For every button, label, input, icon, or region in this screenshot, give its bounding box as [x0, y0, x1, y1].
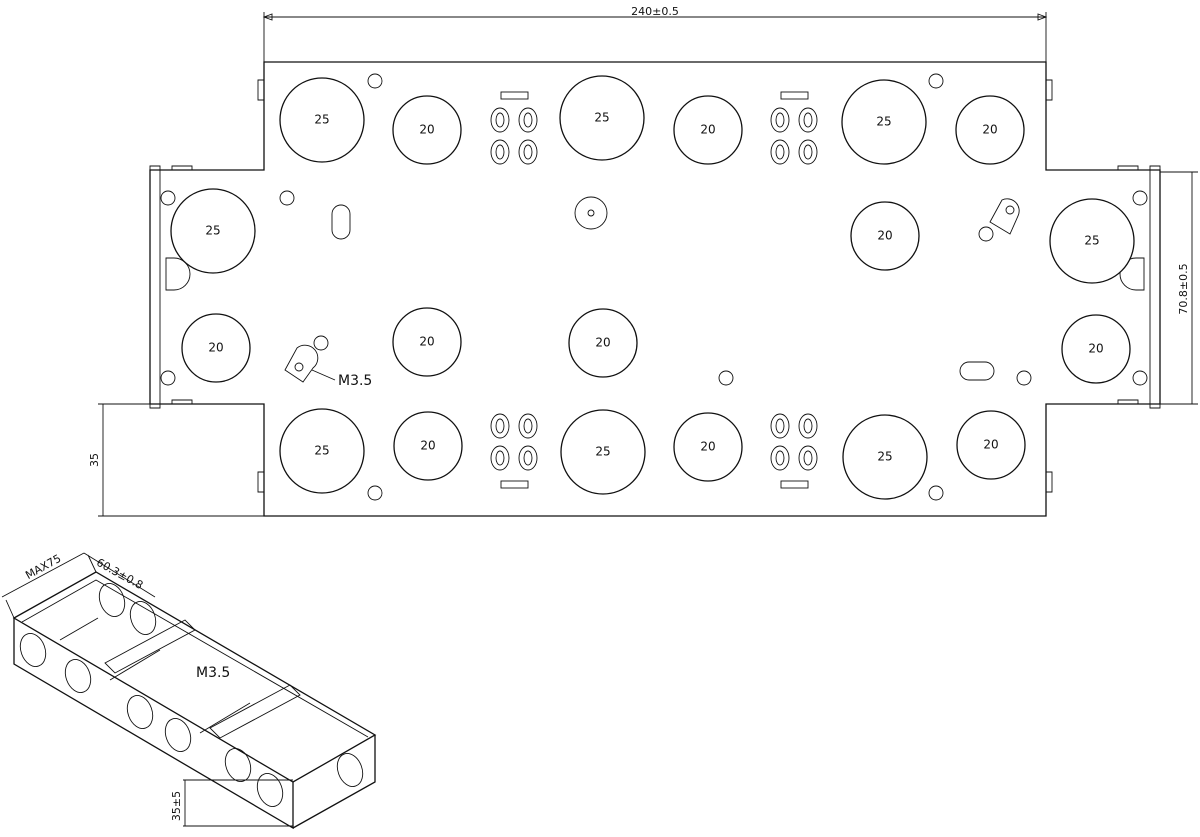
isometric-view: MAX75 60.3±0.8 M3.5 35±5 [1, 552, 377, 830]
knockout-hole [392, 307, 462, 377]
knockout-size-label: 25 [314, 444, 329, 458]
knockout-hole [956, 410, 1026, 480]
inner-width-dimension: 60.3±0.8 [94, 556, 145, 592]
height-dimension: 70.8±0.5 [1177, 263, 1190, 314]
knockout-size-label: 20 [595, 336, 610, 350]
knockout-hole [673, 412, 743, 482]
knockout-size-label: 20 [983, 438, 998, 452]
knockout-size-label: 20 [877, 229, 892, 243]
knockout-size-label: 25 [314, 113, 329, 127]
knockout-hole [393, 411, 463, 481]
knockout-size-label: 25 [594, 111, 609, 125]
knockout-size-label: 20 [700, 123, 715, 137]
knockout-size-label: 25 [876, 115, 891, 129]
plan-view: 25 20 25 20 25 20 25 20 20 20 20 25 20 25 20 25 20 25 20 M… [88, 5, 1198, 517]
knockout-size-label: 25 [205, 224, 220, 238]
small-holes [160, 73, 1148, 501]
iso-screw-label: M3.5 [196, 665, 230, 681]
knockout-hole [279, 408, 365, 494]
iso-depth-dimension: 35±5 [170, 791, 183, 821]
knockout-hole [955, 95, 1025, 165]
screw-tab [284, 344, 319, 383]
knockout-hole [170, 188, 256, 274]
knockout-size-label: 20 [208, 341, 223, 355]
knockout-hole [841, 79, 927, 165]
knockout-size-label: 25 [1084, 234, 1099, 248]
knockout-hole [279, 77, 365, 163]
knockout-size-label: 20 [1088, 342, 1103, 356]
knockout-size-label: 20 [700, 440, 715, 454]
knockout-hole [560, 409, 646, 495]
knockout-size-label: 20 [419, 123, 434, 137]
knockout-hole [1049, 198, 1135, 284]
knockout-size-label: 20 [419, 335, 434, 349]
knockout-hole [1061, 314, 1131, 384]
knockout-size-label: 25 [877, 450, 892, 464]
knockout-hole [181, 313, 251, 383]
knockout-hole [568, 308, 638, 378]
knockout-hole [392, 95, 462, 165]
screw-label: M3.5 [338, 373, 372, 389]
knockout-hole [673, 95, 743, 165]
knockout-hole [842, 414, 928, 500]
knockout-size-label: 20 [420, 439, 435, 453]
knockout-holes: 25 20 25 20 25 20 25 20 20 20 20 25 20 25 20 25 20 25 20 [170, 75, 1135, 500]
knockout-size-label: 25 [595, 445, 610, 459]
knockout-size-label: 20 [982, 123, 997, 137]
knockout-hole [559, 75, 645, 161]
knockout-hole [850, 201, 920, 271]
depth-dimension: 35 [88, 453, 101, 467]
width-dimension: 240±0.5 [631, 5, 679, 18]
